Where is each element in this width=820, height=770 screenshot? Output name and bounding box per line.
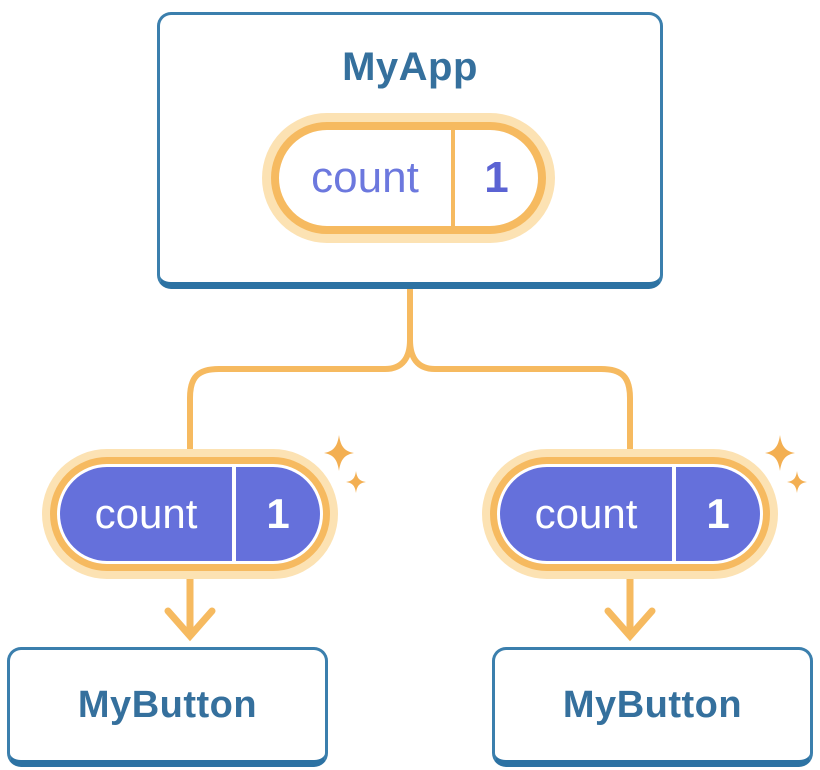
prop-pill-right: count 1 [482, 449, 778, 579]
child-component-card-right: MyButton [492, 647, 813, 767]
prop-pill-left: count 1 [42, 449, 338, 579]
down-arrow-right-icon [604, 573, 656, 642]
child-component-card-left: MyButton [7, 647, 328, 767]
branch-line-left [187, 337, 413, 454]
down-arrow-left-icon [164, 573, 216, 642]
prop-pill-body: count 1 [60, 467, 320, 561]
child-component-title: MyButton [77, 683, 258, 726]
prop-pill-ring: count 1 [490, 457, 770, 571]
root-state-pill: count 1 [262, 113, 555, 243]
prop-value-label: 1 [706, 490, 730, 537]
state-name-label: count [311, 153, 419, 202]
prop-name-label: count [534, 490, 638, 537]
pill-divider [451, 130, 455, 226]
child-component-title: MyButton [562, 683, 743, 726]
state-pill-ring: count 1 [271, 122, 546, 234]
root-component-title: MyApp [342, 45, 478, 89]
state-value-label: 1 [484, 153, 509, 202]
prop-pill-ring: count 1 [50, 457, 330, 571]
prop-pill-body: count 1 [500, 467, 760, 561]
pill-divider [232, 467, 236, 561]
branch-line-right [407, 337, 633, 454]
prop-name-label: count [94, 490, 198, 537]
prop-value-label: 1 [266, 490, 290, 537]
pill-divider [672, 467, 676, 561]
